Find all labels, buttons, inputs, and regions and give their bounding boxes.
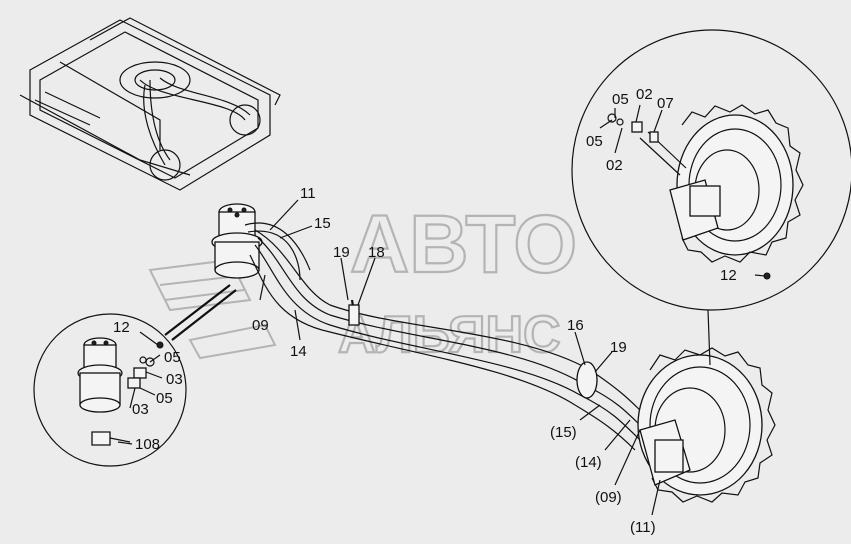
- watermark-line1: АВТО: [350, 199, 577, 290]
- label-r-05a: 05: [612, 91, 629, 108]
- travel-motor-main: [637, 347, 776, 503]
- watermark-logo: [148, 258, 277, 360]
- detail-circle-right: [571, 29, 851, 366]
- label-c-12: 12: [113, 319, 130, 336]
- label-c-108: 108: [135, 436, 160, 453]
- label-r-12: 12: [720, 267, 737, 284]
- label-11-top: 11: [300, 185, 316, 202]
- label-c-05a: 05: [164, 349, 181, 366]
- label-r-05b: 05: [586, 133, 603, 150]
- label-19-top: 19: [333, 244, 350, 261]
- label-c-05b: 05: [156, 390, 173, 407]
- watermark-line2: АЛЬЯНС: [338, 306, 561, 364]
- watermark: АВТО АЛЬЯНС: [148, 198, 578, 365]
- label-r-02b: 02: [606, 157, 623, 174]
- label-c-03b: 03: [132, 401, 149, 418]
- label-15-paren: (15): [550, 424, 577, 441]
- detail-circle-left: [33, 284, 237, 467]
- label-11-paren: (11): [630, 519, 656, 536]
- hose-bundle: [244, 222, 651, 451]
- label-18: 18: [368, 244, 385, 261]
- label-15-top: 15: [314, 215, 331, 232]
- label-r-07: 07: [657, 95, 674, 112]
- swivel-joint: [211, 203, 263, 279]
- sprocket-teeth: [649, 347, 776, 503]
- label-14-paren: (14): [575, 454, 602, 471]
- crawler-undercarriage: [19, 17, 281, 191]
- label-09: 09: [252, 317, 269, 334]
- label-14: 14: [290, 343, 307, 360]
- part-labels: 11 15 19 18 09 14 16 19 (15) (14) (09) (…: [113, 86, 737, 536]
- label-16: 16: [567, 317, 584, 334]
- label-09-paren: (09): [595, 489, 622, 506]
- leader-lines: [117, 104, 766, 516]
- label-19-mid: 19: [610, 339, 627, 356]
- label-r-02a: 02: [636, 86, 653, 103]
- label-c-03a: 03: [166, 371, 183, 388]
